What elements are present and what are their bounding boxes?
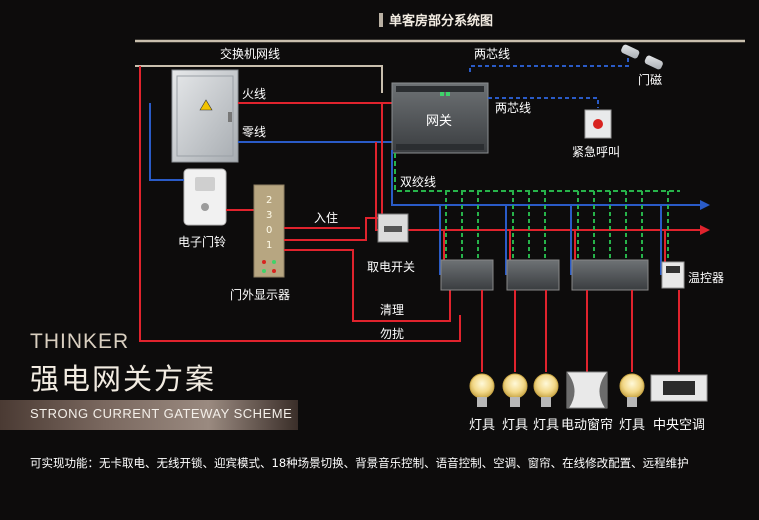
label-neutral-wire: 零线 — [242, 125, 266, 139]
label-switch-network: 交换机网线 — [220, 46, 280, 61]
relay-module-3 — [571, 259, 649, 291]
label-live-wire: 火线 — [242, 87, 266, 101]
door-sensor-icon — [621, 44, 663, 70]
label-doorbell: 电子门铃 — [178, 234, 226, 249]
label-door-display: 门外显示器 — [230, 287, 290, 302]
bulb-base — [627, 397, 637, 407]
bulb-base — [541, 397, 551, 407]
device-drops — [481, 290, 680, 372]
two-core-line-mid — [488, 97, 599, 108]
label-emergency-call: 紧急呼叫 — [572, 144, 620, 159]
neutral-main-feed — [391, 150, 700, 206]
ac-grille — [663, 381, 695, 395]
device-label: 灯具 — [533, 418, 559, 433]
twisted-pair-bus — [394, 153, 680, 192]
label-card-switch: 取电开关 — [367, 260, 415, 274]
thermostat-icon — [661, 261, 685, 289]
devices: 灯具灯具灯具电动窗帘灯具中央空调 — [469, 371, 708, 433]
device-label: 灯具 — [469, 418, 495, 433]
label-clean: 清理 — [380, 303, 404, 317]
door-display-icon — [253, 184, 285, 278]
distribution-box-icon — [171, 69, 239, 163]
device-label: 灯具 — [619, 418, 645, 433]
display-dot-red-2 — [272, 269, 276, 273]
display-dot-green-2 — [262, 269, 266, 273]
live-arrow-icon — [700, 225, 710, 235]
features-text: 可实现功能：无卡取电、无线开锁、迎宾模式、18种场景切换、背景音乐控制、语音控制… — [30, 456, 689, 470]
device-label: 中央空调 — [653, 418, 705, 433]
neutral-arrow-icon — [700, 200, 710, 210]
card-switch-line — [284, 217, 380, 241]
device-label: 灯具 — [502, 418, 528, 433]
light-bulb-icon — [469, 373, 495, 399]
title-marker — [379, 13, 383, 27]
label-gateway: 网关 — [426, 114, 452, 129]
label-two-core-mid: 两芯线 — [495, 101, 531, 115]
scheme-subtitle: STRONG CURRENT GATEWAY SCHEME — [30, 406, 293, 421]
label-check-in: 入住 — [314, 211, 338, 225]
light-bulb-icon — [502, 373, 528, 399]
emergency-button-icon — [584, 109, 612, 139]
bulb-base — [477, 397, 487, 407]
display-digit-2: 2 — [266, 195, 272, 206]
display-dot-green — [272, 260, 276, 264]
light-bulb-icon — [619, 373, 645, 399]
label-thermostat: 温控器 — [688, 271, 724, 285]
brand-name: THINKER — [30, 330, 130, 353]
bulb-base — [510, 397, 520, 407]
curtain-left — [567, 372, 575, 408]
card-switch-icon — [377, 213, 409, 243]
scheme-title: 强电网关方案 — [30, 362, 217, 396]
diagram-title: 单客房部分系统图 — [389, 13, 493, 29]
gateway-icon — [391, 82, 489, 154]
doorbell-neutral — [149, 103, 184, 181]
network-cable-line — [135, 65, 383, 93]
doorbell-icon — [183, 168, 227, 226]
curtain-right — [599, 372, 607, 408]
label-two-core-top: 两芯线 — [474, 47, 510, 61]
label-dnd: 勿扰 — [380, 327, 404, 341]
clean-line — [284, 249, 451, 322]
relay-module-1 — [440, 259, 494, 291]
two-core-line-top — [469, 57, 629, 72]
live-main-feed — [375, 142, 700, 231]
display-digit-0: 0 — [266, 225, 272, 236]
label-twisted-pair: 双绞线 — [400, 174, 436, 189]
display-digit-1: 1 — [266, 240, 272, 251]
label-door-sensor: 门磁 — [638, 72, 662, 87]
display-dot-red — [262, 260, 266, 264]
device-label: 电动窗帘 — [561, 417, 613, 433]
light-bulb-icon — [533, 373, 559, 399]
display-digit-3: 3 — [266, 210, 272, 221]
subtitle-band — [0, 400, 298, 430]
relay-module-2 — [506, 259, 560, 291]
dnd-loop-live — [139, 66, 461, 342]
